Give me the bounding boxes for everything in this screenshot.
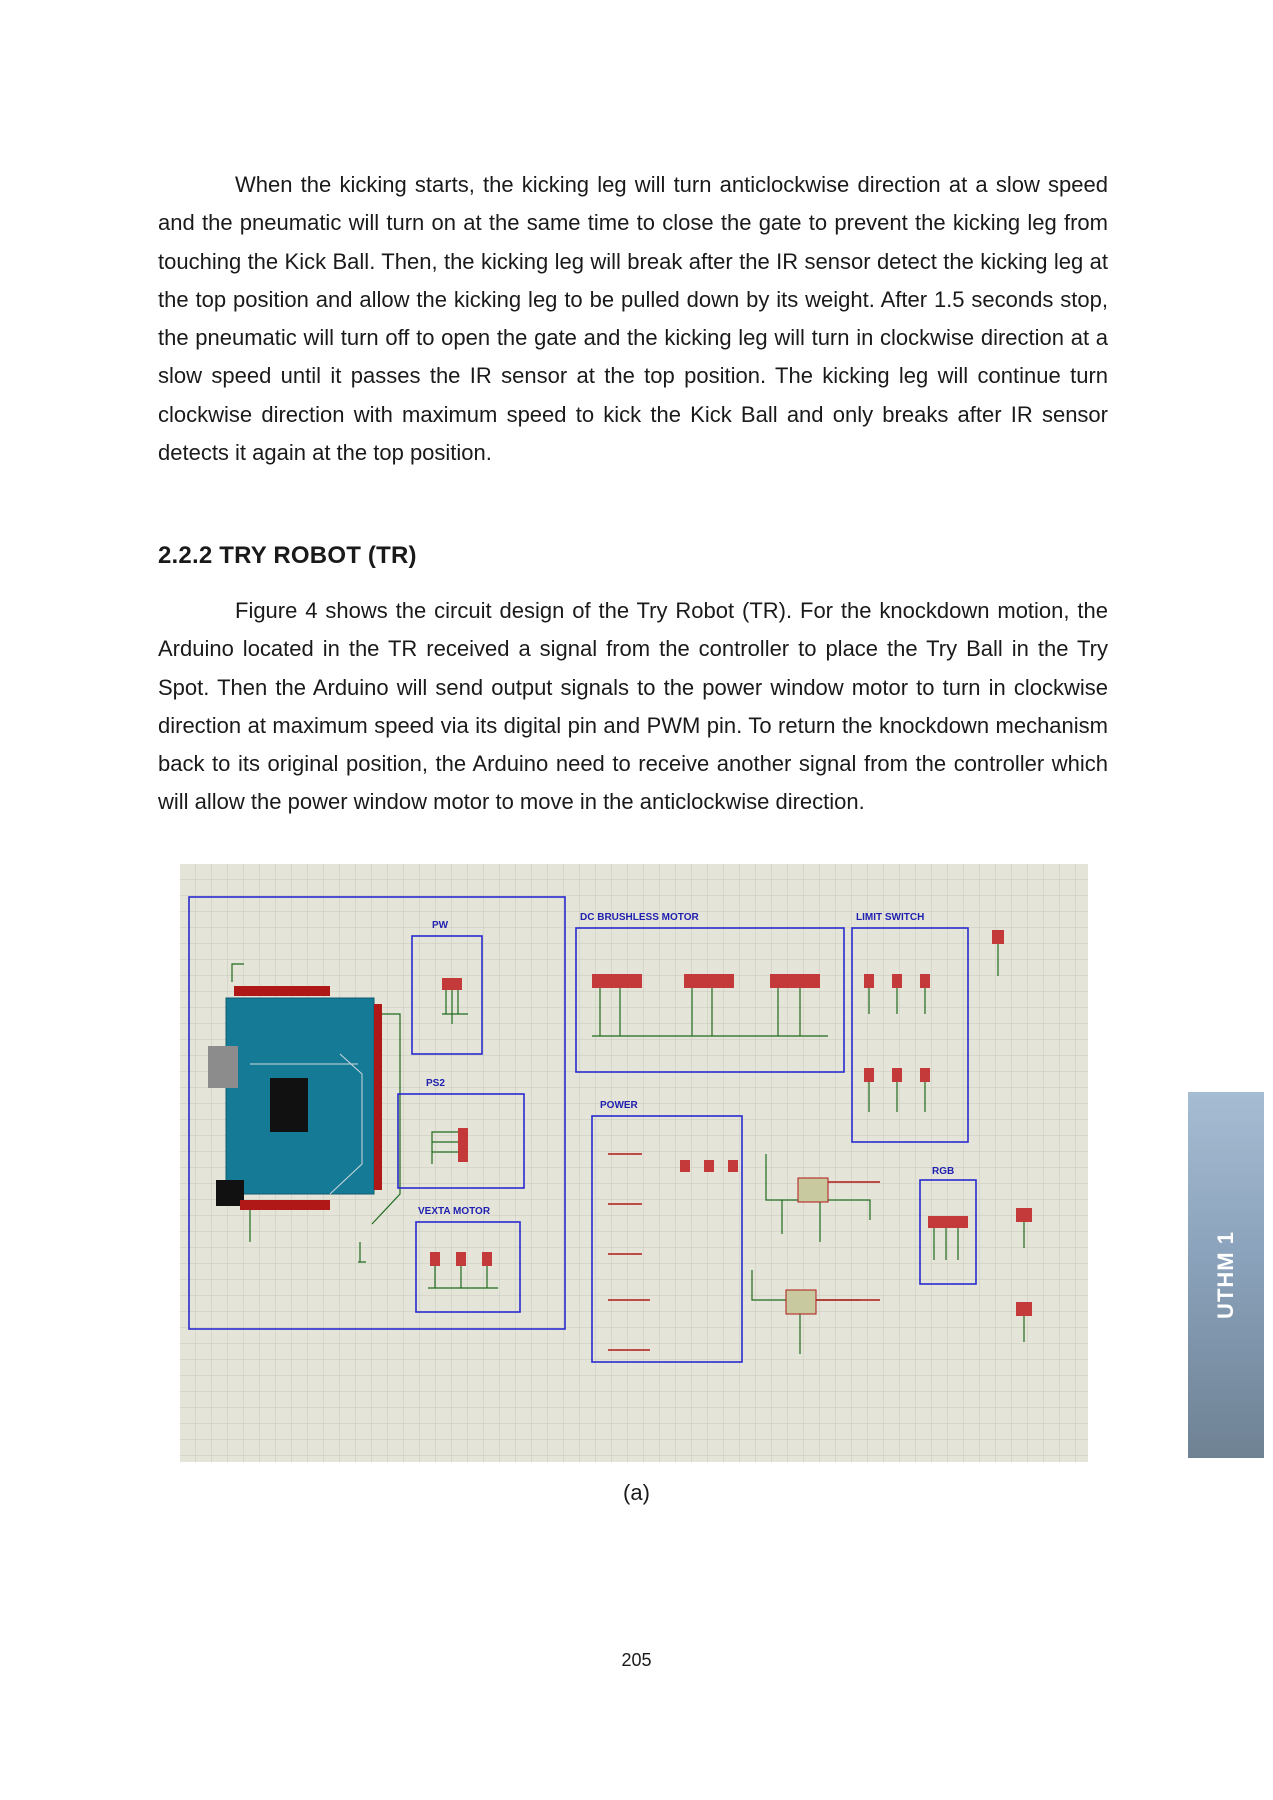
figure-caption: (a) <box>623 1480 650 1505</box>
limit-switch-label: LIMIT SWITCH <box>856 912 924 923</box>
circuit-figure: PW PS2 VEXTA MOTOR DC BRUSHLESS MOTOR <box>180 864 1088 1462</box>
pw-box <box>411 935 483 1055</box>
side-tab: UTHM 1 <box>1188 1092 1264 1458</box>
main-block <box>188 896 566 1330</box>
rgb-box <box>919 1179 977 1285</box>
vexta-connectors <box>430 1252 492 1266</box>
power-components <box>608 1153 650 1351</box>
paragraph-try-robot: Figure 4 shows the circuit design of the… <box>158 598 1108 815</box>
side-tab-label: UTHM 1 <box>1213 1231 1238 1319</box>
power-label: POWER <box>600 1100 639 1111</box>
pw-connector <box>442 978 468 1024</box>
power-box <box>591 1115 743 1363</box>
ps2-label: PS2 <box>426 1078 445 1089</box>
dc-motor-connectors <box>592 974 820 988</box>
limit-switch-connectors <box>864 974 930 1082</box>
arduino-board <box>208 963 401 1263</box>
rgb-label: RGB <box>932 1166 954 1177</box>
dc-motor-box <box>575 927 845 1073</box>
ps2-box <box>397 1093 525 1189</box>
limit-switch-box <box>851 927 969 1143</box>
section-heading: 2.2.2 TRY ROBOT (TR) <box>158 542 417 569</box>
pw-label: PW <box>432 920 449 931</box>
page-number: 205 <box>621 1650 652 1670</box>
vexta-label: VEXTA MOTOR <box>418 1206 491 1217</box>
vexta-box <box>415 1221 521 1313</box>
ps2-connector <box>431 1128 468 1164</box>
paragraph-kicking: When the kicking starts, the kicking leg… <box>158 172 1108 466</box>
dc-motor-label: DC BRUSHLESS MOTOR <box>580 912 699 923</box>
